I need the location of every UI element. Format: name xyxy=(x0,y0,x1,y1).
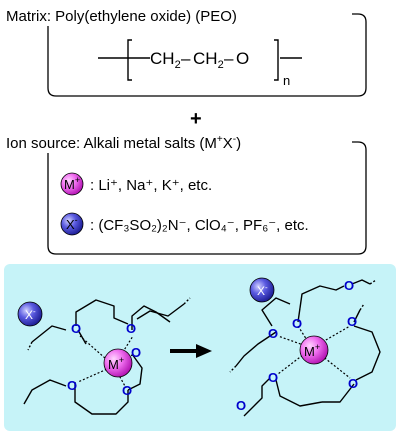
right-oxygen-3: O xyxy=(268,326,278,341)
cation-legend-sphere xyxy=(60,172,84,196)
ion-source-section: Ion source: Alkali metal salts (M+X-) M+… xyxy=(4,131,367,255)
right-bracket xyxy=(274,39,279,81)
left-oxygen-2: O xyxy=(126,321,136,336)
cation-examples: : Li⁺, Na⁺, K⁺, etc. xyxy=(90,177,212,194)
peo-repeat-unit: CH2 – CH2 – O n xyxy=(98,39,302,88)
right-oxygen-1: O xyxy=(292,316,302,331)
left-structure xyxy=(23,297,191,415)
coordination-scheme: M+ O O O O O X- xyxy=(4,264,396,431)
matrix-title-backdrop xyxy=(4,4,348,26)
left-oxygen-1: O xyxy=(71,321,81,336)
reaction-arrow xyxy=(170,344,212,358)
anion-legend-symbol: X- xyxy=(66,215,78,232)
left-metal-label: M+ xyxy=(108,355,124,372)
matrix-title: Matrix: Poly(ethylene oxide) (PEO) xyxy=(6,8,237,25)
peo-ch2-first: CH2 xyxy=(150,49,181,71)
left-oxygen-5: O xyxy=(122,383,132,398)
ion-source-title: Ion source: Alkali metal salts (M+X-) xyxy=(6,134,241,152)
peo-bond-1: – xyxy=(181,49,191,68)
peo-ch2-second: CH2 xyxy=(193,49,224,71)
right-metal-cation xyxy=(299,335,329,365)
right-structure xyxy=(229,279,381,417)
right-oxygens: O O O O O O O xyxy=(236,278,358,413)
right-oxygen-7: O xyxy=(236,398,246,413)
peo-repeat-n: n xyxy=(283,73,290,88)
right-oxygen-4: O xyxy=(268,370,278,385)
right-metal-label: M+ xyxy=(304,342,320,359)
left-oxygen-3: O xyxy=(131,345,141,360)
peo-oxygen: O xyxy=(236,49,249,68)
right-oxygen-6: O xyxy=(344,278,354,293)
anion-examples: : (CF₃SO₂)₂N⁻, ClO₄⁻, PF₆⁻, etc. xyxy=(90,217,309,234)
left-anion xyxy=(17,301,43,327)
cation-legend-symbol: M+ xyxy=(64,175,80,192)
ion-source-title-backdrop xyxy=(4,131,348,153)
right-oxygen-2: O xyxy=(347,314,357,329)
anion-legend-sphere xyxy=(60,212,84,236)
matrix-section: Matrix: Poly(ethylene oxide) (PEO) CH2 –… xyxy=(4,4,367,97)
matrix-box-outline xyxy=(47,13,367,97)
left-metal-cation xyxy=(103,348,133,378)
plus-sign: + xyxy=(190,108,202,130)
left-oxygen-4: O xyxy=(67,378,77,393)
right-anion-label: X- xyxy=(257,283,268,298)
left-bracket xyxy=(127,39,132,81)
right-anion xyxy=(249,277,275,303)
left-oxygens: O O O O O xyxy=(67,321,141,398)
ion-source-box-outline xyxy=(47,141,367,255)
peo-bond-2: – xyxy=(224,49,234,68)
right-oxygen-5: O xyxy=(348,376,358,391)
left-anion-label: X- xyxy=(25,307,36,322)
